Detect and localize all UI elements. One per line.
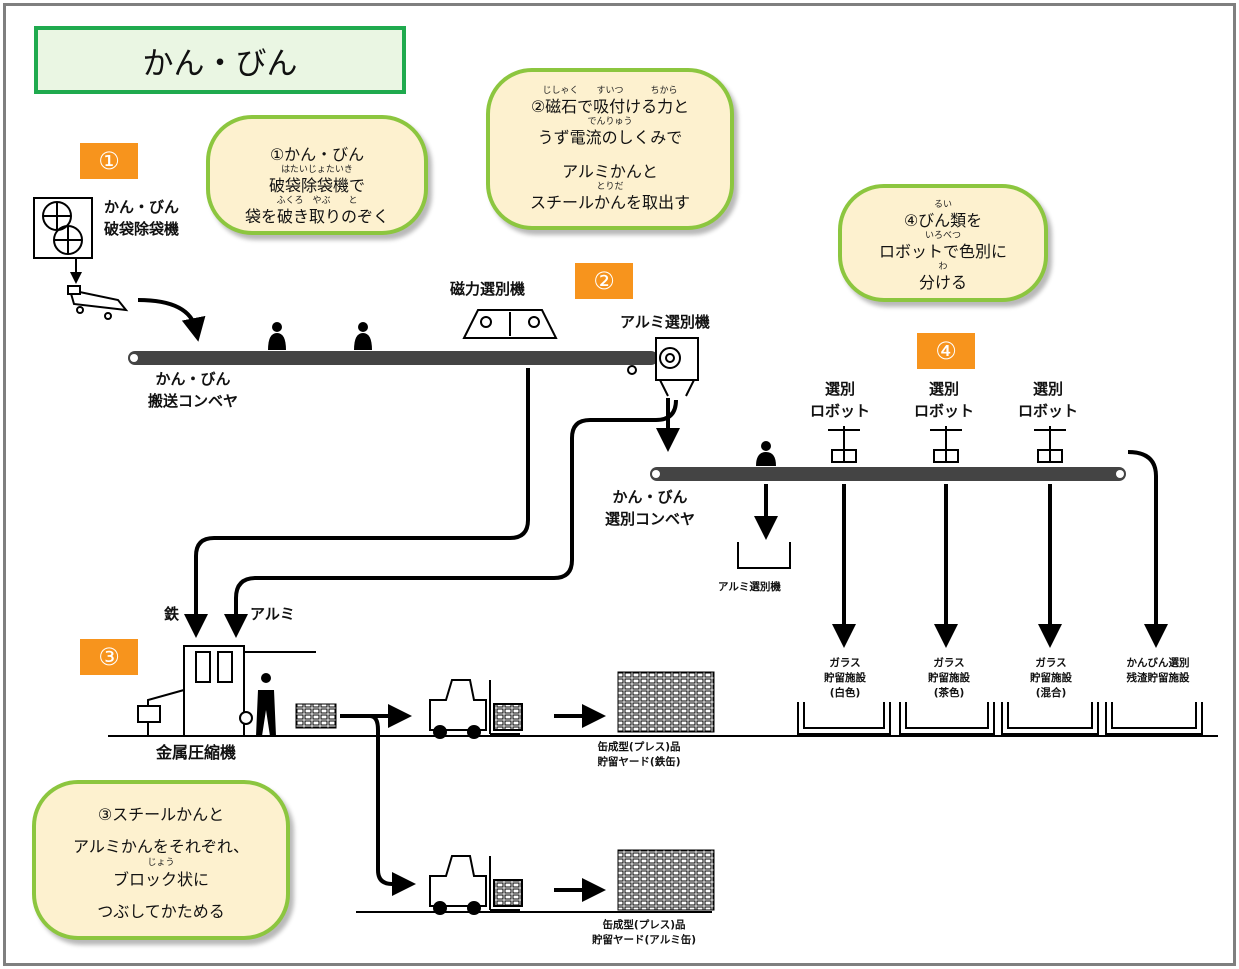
callout-2-ruby-3: とりだ	[596, 182, 624, 192]
callout-1-line-2: 破袋除袋機で	[268, 176, 365, 195]
callout-2-line-3: アルミかんと	[562, 162, 658, 181]
callout-2-ruby-1: じしゃく すいつ ちから	[542, 86, 678, 96]
callout-1-ruby-2: ふくろ やぶ と	[276, 196, 358, 206]
callout-4-ruby-3: わ	[938, 262, 948, 272]
callout-1-ruby-1: はたいじょたいき	[281, 165, 353, 175]
callout-2-line-4: スチールかんを取出す	[529, 193, 690, 212]
residue-storage-label: かんびん選別 残渣貯留施設	[1104, 656, 1212, 686]
aluminum-label: アルミ	[250, 605, 295, 623]
sorting-conveyor-label-1: かん・びん	[612, 488, 688, 506]
magnetic-separator-label: 磁力選別機	[450, 280, 526, 298]
alu-yard-l1: 缶成型(プレス)品	[602, 919, 686, 931]
glass-white-l1: ガラス	[829, 657, 861, 669]
callout-2-ruby-2: でんりゅう	[587, 117, 633, 127]
glass-mixed-l2: 貯留施設	[1030, 672, 1072, 684]
callout-4-line-1: ④びん類を	[903, 211, 983, 230]
compressor-label: 金属圧縮機	[156, 743, 237, 762]
bag-remover-label-2: 破袋除袋機	[104, 220, 180, 238]
callout-3-line-3: ブロック状に	[112, 870, 209, 889]
glass-white-l2: 貯留施設	[824, 672, 866, 684]
residue-l1: かんびん選別	[1126, 657, 1190, 669]
glass-brown-l2: 貯留施設	[928, 672, 970, 684]
callout-3-ruby-1: じょう	[147, 858, 175, 868]
aluminum-yard-label: 缶成型(プレス)品 貯留ヤード(アルミ缶)	[586, 918, 702, 948]
sorting-robot-label-1: 選別 ロボット	[810, 378, 870, 422]
diagram-frame	[3, 3, 1236, 966]
sorting-robot-label-2: 選別 ロボット	[914, 378, 974, 422]
callout-1-line-3: 袋を破き取りのぞく	[244, 207, 389, 226]
steel-yard-label: 缶成型(プレス)品 貯留ヤード(鉄缶)	[586, 740, 692, 770]
sorting-conveyor-label-2: 選別コンベヤ	[605, 510, 696, 528]
glass-white-label: ガラス 貯留施設 (白色)	[806, 656, 884, 701]
sorting-conveyor-label: かん・びん 選別コンベヤ	[605, 486, 695, 530]
glass-mixed-l3: (混合)	[1035, 687, 1067, 699]
callout-2-line-2: うず電流のしくみで	[537, 128, 683, 147]
sorting-robot-label-3: 選別 ロボット	[1018, 378, 1078, 422]
transport-conveyor-label: かん・びん 搬送コンベヤ	[148, 368, 238, 412]
callout-3-line-1: ③スチールかんと	[97, 805, 225, 824]
glass-mixed-l1: ガラス	[1035, 657, 1067, 669]
bag-remover-label-1: かん・びん	[104, 198, 180, 216]
aluminum-separator-label: アルミ選別機	[620, 313, 710, 331]
glass-white-l3: (白色)	[829, 687, 861, 699]
callout-step-2: じしゃく すいつ ちから ②磁石で吸付ける力と でんりゅう うず電流のしくみで …	[486, 68, 734, 230]
step-badge-4: ④	[917, 333, 975, 369]
bag-remover-label: かん・びん 破袋除袋機	[104, 196, 179, 240]
step-badge-1: ①	[80, 143, 138, 179]
robot-1-label-b: ロボット	[810, 402, 871, 420]
alu-yard-l2: 貯留ヤード(アルミ缶)	[592, 934, 696, 946]
iron-label: 鉄	[164, 605, 180, 623]
steel-yard-l1: 缶成型(プレス)品	[597, 741, 681, 753]
callout-1-line-1: ①かん・びん	[269, 145, 365, 164]
robot-2-label-a: 選別	[929, 380, 960, 398]
callout-4-ruby-1: るい	[933, 200, 952, 210]
step-badge-2: ②	[575, 263, 633, 299]
robot-2-label-b: ロボット	[914, 402, 975, 420]
glass-brown-l3: (茶色)	[933, 687, 965, 699]
transport-conveyor-label-2: 搬送コンベヤ	[148, 392, 239, 410]
callout-step-1: ①かん・びん はたいじょたいき 破袋除袋機で ふくろ やぶ と 袋を破き取りのぞ…	[206, 115, 428, 235]
transport-conveyor-label-1: かん・びん	[155, 370, 231, 388]
callout-3-line-2: アルミかんをそれぞれ、	[72, 837, 249, 856]
glass-brown-label: ガラス 貯留施設 (茶色)	[910, 656, 988, 701]
page-title: かん・びん	[34, 26, 406, 94]
callout-3-line-4: つぶしてかためる	[97, 902, 225, 921]
robot-1-label-a: 選別	[825, 380, 856, 398]
robot-3-label-a: 選別	[1033, 380, 1064, 398]
callout-4-line-3: 分ける	[918, 273, 967, 292]
residue-l2: 残渣貯留施設	[1126, 672, 1190, 684]
glass-brown-l1: ガラス	[933, 657, 965, 669]
callout-4-ruby-2: いろべつ	[924, 231, 961, 241]
aluminum-bin-label: アルミ選別機	[718, 581, 781, 593]
page-title-text: かん・びん	[142, 45, 298, 82]
step-badge-3: ③	[80, 639, 138, 675]
glass-mixed-label: ガラス 貯留施設 (混合)	[1012, 656, 1090, 701]
callout-step-4: るい ④びん類を いろべつ ロボットで色別に わ 分ける	[838, 184, 1048, 302]
callout-2-line-1: ②磁石で吸付ける力と	[530, 97, 690, 116]
callout-step-3: ③スチールかんと アルミかんをそれぞれ、 じょう ブロック状に つぶしてかためる	[32, 780, 290, 940]
callout-4-line-2: ロボットで色別に	[878, 242, 1007, 261]
robot-3-label-b: ロボット	[1018, 402, 1079, 420]
steel-yard-l2: 貯留ヤード(鉄缶)	[597, 756, 681, 768]
